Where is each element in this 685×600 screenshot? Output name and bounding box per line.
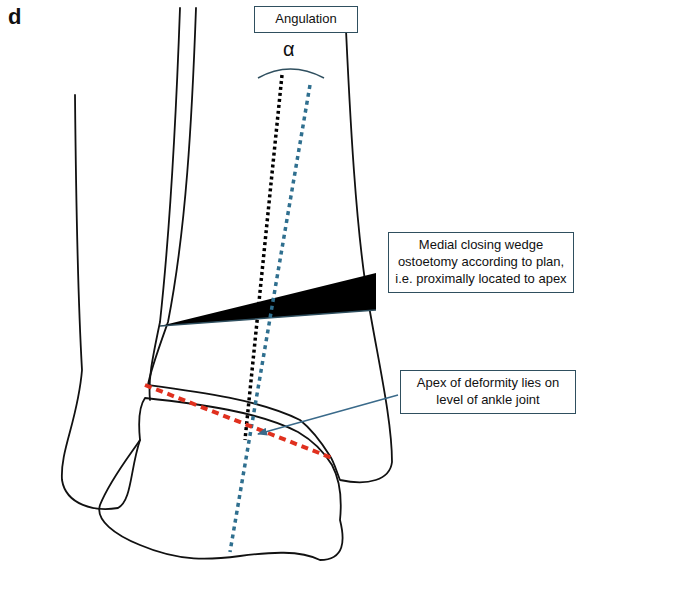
callout-box: Angulation — [254, 6, 358, 33]
fibula-outline — [149, 8, 180, 400]
callout-text: Medial closing wedge ostoetomy according… — [395, 237, 567, 288]
panel-letter: d — [8, 4, 21, 30]
callout-box: Apex of deformity lies on level of ankle… — [400, 370, 576, 414]
osteotomy-wedge — [160, 273, 376, 326]
callout-box: Medial closing wedge ostoetomy according… — [388, 232, 574, 293]
apex-pointer — [258, 395, 398, 434]
angle-symbol: α — [283, 38, 295, 61]
deformed-axis — [230, 85, 310, 552]
angle-arc — [258, 69, 324, 78]
talus-outline — [99, 398, 342, 560]
tibia-outline — [148, 8, 196, 385]
callout-text: Apex of deformity lies on level of ankle… — [407, 375, 569, 409]
callout-text: Angulation — [261, 11, 351, 28]
fibula-outline — [62, 95, 140, 509]
tibial-axis — [245, 75, 282, 440]
